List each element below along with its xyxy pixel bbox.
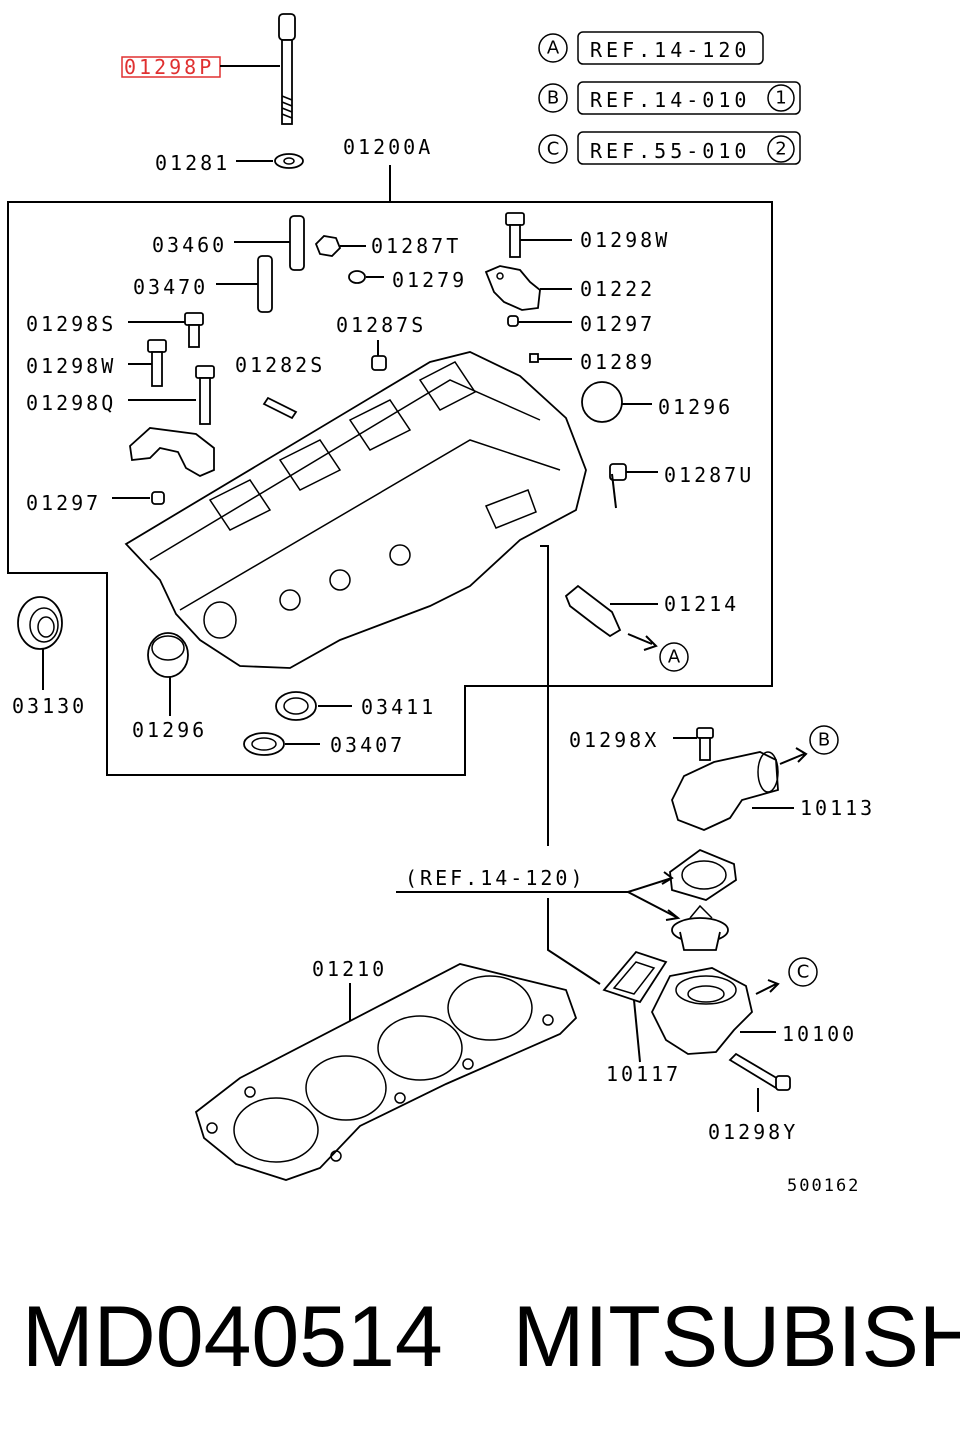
dowel-03470 — [257, 255, 273, 313]
oil-seal-03130 — [17, 596, 63, 650]
bearing-cap — [129, 427, 215, 478]
oring-01279 — [348, 270, 366, 284]
pin-01297-top — [507, 315, 519, 327]
arrow-tag-c: C — [797, 962, 810, 983]
pin-01289 — [529, 353, 539, 363]
label-01298w[interactable]: 01298W — [26, 354, 116, 378]
label-10100[interactable]: 10100 — [782, 1022, 857, 1046]
label-01200a[interactable]: 01200A — [343, 135, 433, 159]
water-outlet-10113 — [671, 751, 779, 831]
label-01289[interactable]: 01289 — [580, 350, 655, 374]
label-01298x[interactable]: 01298X — [569, 728, 659, 752]
label-03470[interactable]: 03470 — [133, 275, 208, 299]
cap-01296 — [147, 632, 189, 678]
bolt-01298p: 01298P — [121, 13, 296, 125]
label-01298y[interactable]: 01298Y — [708, 1120, 798, 1144]
cylinder-head — [124, 351, 587, 669]
label-01287t[interactable]: 01287T — [371, 234, 461, 258]
label-01210[interactable]: 01210 — [312, 957, 387, 981]
bolt-01298w-top — [509, 224, 521, 258]
ref-legend: A REF.14-120 B REF.14-010 1 C REF.55-010… — [538, 31, 801, 165]
head-gasket-01210 — [194, 963, 578, 1181]
pin-01297 — [151, 491, 165, 505]
ref-c-letter: C — [547, 139, 560, 160]
label-10113[interactable]: 10113 — [800, 796, 875, 820]
bracket-01222 — [484, 265, 541, 311]
ref-c-text: REF.55-010 — [590, 139, 750, 163]
bolt-01298q — [199, 377, 211, 425]
diagram-number: 500162 — [787, 1176, 860, 1196]
thermostat — [671, 904, 729, 951]
arrow-tag-a: A — [668, 647, 681, 668]
ref-a-letter: A — [547, 38, 560, 59]
label-01296-right[interactable]: 01296 — [658, 395, 733, 419]
label-01281[interactable]: 01281 — [155, 151, 230, 175]
label-01287u[interactable]: 01287U — [664, 463, 754, 487]
caption: MD040514 MITSUBISHI — [22, 1288, 960, 1398]
label-ref-mid[interactable]: (REF.14-120) — [405, 866, 586, 890]
label-01222[interactable]: 01222 — [580, 277, 655, 301]
bolt-01298s — [188, 324, 200, 348]
label-10117[interactable]: 10117 — [606, 1062, 681, 1086]
stud-01282s — [262, 396, 298, 420]
label-01297[interactable]: 01297 — [26, 491, 101, 515]
bolt-01298w — [151, 351, 163, 387]
seal-03411 — [275, 691, 317, 721]
arrow-tag-b: B — [818, 730, 830, 751]
label-03407[interactable]: 03407 — [330, 733, 405, 757]
seal-03407 — [243, 732, 285, 756]
cap-01296-right — [581, 381, 623, 423]
label-01298q[interactable]: 01298Q — [26, 391, 116, 415]
label-01298s[interactable]: 01298S — [26, 312, 116, 336]
ref-c-num: 2 — [775, 139, 786, 160]
label-01214[interactable]: 01214 — [664, 592, 739, 616]
label-01298p[interactable]: 01298P — [124, 55, 214, 79]
parts-diagram: A REF.14-120 B REF.14-010 1 C REF.55-010… — [7, 13, 875, 1196]
label-01279[interactable]: 01279 — [392, 268, 467, 292]
ref-b-num: 1 — [775, 88, 786, 109]
label-03130[interactable]: 03130 — [12, 694, 87, 718]
label-03411[interactable]: 03411 — [361, 695, 436, 719]
ref-b-letter: B — [547, 88, 559, 109]
ref-a-text: REF.14-120 — [590, 38, 750, 62]
ref-b-text: REF.14-010 — [590, 88, 750, 112]
label-01282s[interactable]: 01282S — [235, 353, 325, 377]
label-01287s[interactable]: 01287S — [336, 313, 426, 337]
thermostat-housing-10100 — [650, 967, 753, 1055]
bolt-01298y — [728, 1052, 782, 1090]
plug-01287s — [371, 355, 387, 371]
bolt-01298x — [699, 737, 711, 761]
label-01298w-top[interactable]: 01298W — [580, 228, 670, 252]
part-number: MD040514 — [22, 1289, 443, 1385]
plug-01287t — [314, 235, 342, 257]
gasket-10117 — [602, 950, 668, 1004]
washer-01281: 01281 — [155, 151, 304, 175]
label-03460[interactable]: 03460 — [152, 233, 227, 257]
sensor-01214 — [564, 584, 622, 638]
assembly-frame — [7, 201, 773, 776]
label-01297-top[interactable]: 01297 — [580, 312, 655, 336]
brand-name: MITSUBISHI — [512, 1289, 960, 1385]
dowel-03460 — [289, 215, 305, 271]
label-01296[interactable]: 01296 — [132, 718, 207, 742]
gasket-thermostat — [669, 848, 737, 901]
